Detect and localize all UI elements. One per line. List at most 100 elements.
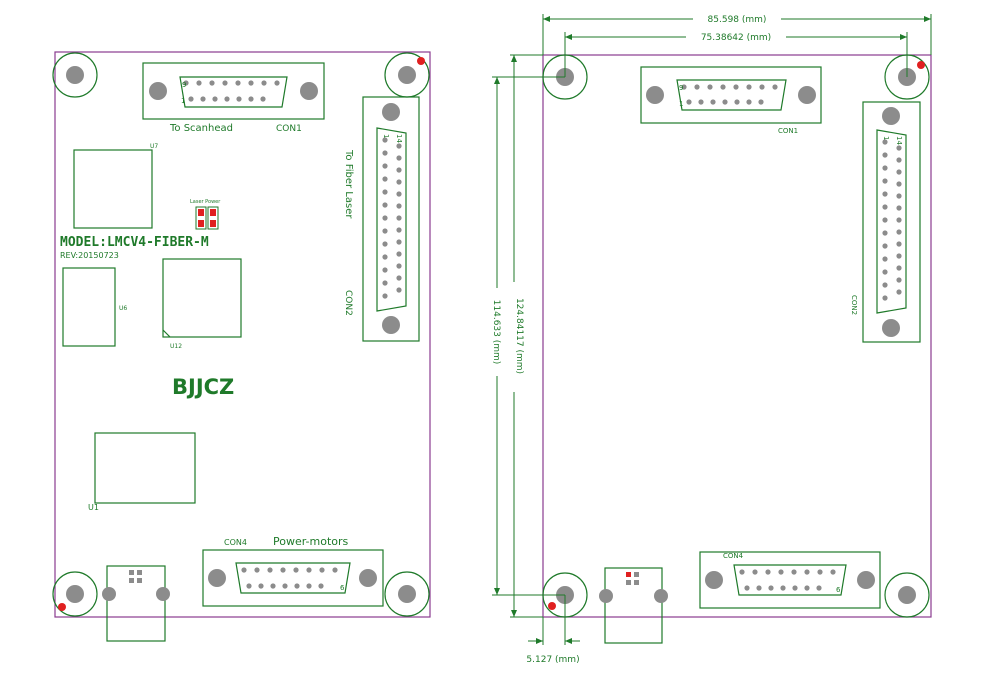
con4-pins	[739, 569, 836, 591]
con2-ref: CON2	[850, 295, 858, 315]
connector-pin	[248, 96, 254, 102]
con1-pin-9-label: 9	[182, 81, 186, 89]
dim-hole-height-label-bg	[491, 288, 503, 376]
connector-pin	[396, 251, 402, 257]
connector-pin	[896, 205, 902, 211]
con2-pins	[382, 137, 402, 299]
con2-pin-14-label: 14	[895, 136, 903, 145]
con1-mount-pad	[798, 86, 816, 104]
chip-u7-outline	[73, 149, 153, 229]
con1-ref: CON1	[778, 127, 798, 135]
connector-pin	[896, 169, 902, 175]
connector-pin	[792, 585, 798, 591]
connector-pin	[382, 150, 388, 156]
connector-pin	[758, 99, 764, 105]
arrow-icon	[924, 16, 931, 22]
connector-pin	[260, 96, 266, 102]
con4-shell	[733, 564, 847, 596]
connector-pin	[382, 176, 388, 182]
connector-pin	[896, 253, 902, 259]
left-usb	[102, 565, 170, 642]
connector-pin	[882, 243, 888, 249]
dim-overall-height-label: 124.84117 (mm)	[514, 298, 524, 374]
connector-pin	[896, 217, 902, 223]
con4-frame	[699, 551, 881, 609]
connector-pin	[817, 569, 823, 575]
con1-pin-1-label: 1	[679, 100, 683, 108]
connector-pin	[756, 585, 762, 591]
connector-pin	[882, 165, 888, 171]
con1-ref: CON1	[276, 124, 302, 134]
right-usb	[599, 567, 668, 644]
right-con4: CON4 6	[699, 551, 881, 609]
pin1-marker	[58, 603, 66, 611]
left-chips	[62, 149, 242, 504]
right-board: 9 1 CON1 1 14 CON2 CON4 6	[542, 54, 932, 644]
connector-pin	[780, 585, 786, 591]
left-board-outline	[54, 51, 431, 618]
connector-pin	[382, 293, 388, 299]
con1-mount-pad	[646, 86, 664, 104]
con4-mount-pad	[857, 571, 875, 589]
connector-pin	[318, 583, 324, 589]
connector-pin	[778, 569, 784, 575]
connector-pin	[236, 96, 242, 102]
connector-pin	[882, 152, 888, 158]
connector-pin	[280, 567, 286, 573]
left-mounting-holes	[52, 52, 430, 617]
chip-u7-label: U7	[150, 143, 158, 150]
connector-pin	[396, 179, 402, 185]
chip-u12-label: U12	[170, 343, 182, 350]
connector-pin	[382, 189, 388, 195]
con2-mount-pad	[882, 107, 900, 125]
con2-pin-1-label: 1	[882, 136, 890, 140]
mount-hole-pad	[66, 66, 84, 84]
pin1-marker	[548, 602, 556, 610]
led-power-pad	[210, 209, 216, 216]
mount-hole-ring	[52, 52, 98, 98]
con1-pin-9-label: 9	[679, 84, 683, 92]
mount-hole-ring	[384, 571, 430, 617]
connector-pin	[882, 269, 888, 275]
rev-label: REV:20150723	[60, 251, 119, 260]
dimension-lines	[492, 14, 932, 645]
connector-pin	[896, 229, 902, 235]
con4-ref: CON4	[723, 552, 744, 560]
connector-pin	[882, 178, 888, 184]
connector-pin	[396, 215, 402, 221]
connector-pin	[258, 583, 264, 589]
con4-ref: CON4	[224, 538, 247, 547]
connector-pin	[707, 84, 713, 90]
connector-pin	[698, 99, 704, 105]
con2-mount-pad	[382, 103, 400, 121]
connector-pin	[733, 84, 739, 90]
connector-pin	[882, 139, 888, 145]
con4-frame	[202, 549, 384, 607]
pin1-marker	[917, 61, 925, 69]
left-con4: CON4 Power-motors 6	[202, 535, 384, 607]
usb-pin	[129, 578, 134, 583]
connector-pin	[382, 215, 388, 221]
connector-pin	[382, 163, 388, 169]
connector-pin	[382, 202, 388, 208]
mount-hole-ring	[884, 572, 930, 618]
connector-pin	[212, 96, 218, 102]
connector-pin	[382, 254, 388, 260]
usb-pin	[634, 572, 639, 577]
pin1-marker	[417, 57, 425, 65]
mount-hole-pad	[398, 66, 416, 84]
connector-pin	[896, 157, 902, 163]
connector-pin	[896, 241, 902, 247]
connector-pin	[282, 583, 288, 589]
connector-pin	[382, 267, 388, 273]
connector-pin	[772, 84, 778, 90]
con4-shell	[235, 562, 351, 594]
connector-pin	[196, 80, 202, 86]
connector-pin	[752, 569, 758, 575]
usb-body	[604, 567, 663, 644]
connector-pin	[382, 228, 388, 234]
con2-shell	[376, 127, 407, 312]
connector-pin	[382, 137, 388, 143]
connector-pin	[882, 282, 888, 288]
